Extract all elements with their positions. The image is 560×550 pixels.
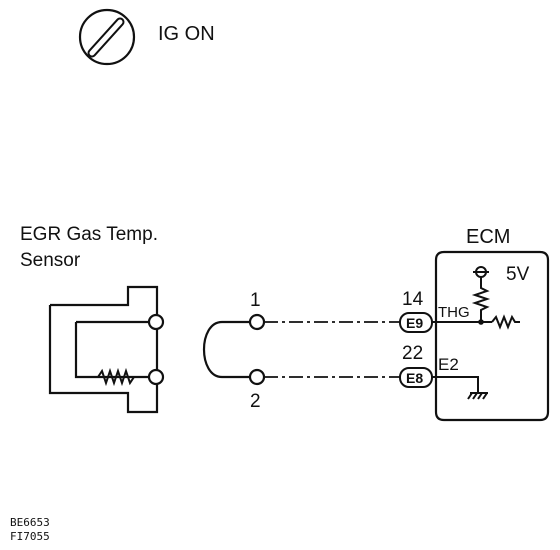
terminal-e8-label: E8	[406, 370, 423, 386]
supply-5v-symbol	[473, 266, 489, 283]
ground-icon	[467, 392, 488, 400]
sensor-body	[48, 285, 159, 414]
connector-pin2-label: 2	[250, 391, 261, 412]
sensor-terminal-bottom	[147, 368, 165, 386]
sensor-resistor	[97, 367, 135, 387]
pullup-resistor	[471, 283, 491, 322]
signal-e2-label: E2	[438, 355, 459, 374]
figure-code-1: BE6653	[10, 516, 50, 529]
ecm-input-resistor	[491, 314, 520, 330]
pin-22-label: 22	[402, 343, 423, 364]
thg-junction	[478, 319, 484, 325]
sensor-title-line2: Sensor	[20, 250, 81, 271]
figure-code-2: FI7055	[10, 530, 50, 543]
connector-loop	[203, 320, 250, 379]
connector-pin1-label: 1	[250, 290, 261, 311]
connector-pin1	[248, 313, 266, 331]
terminal-e9-label: E9	[406, 315, 423, 331]
ecm-box	[434, 250, 550, 422]
e2-line	[432, 376, 479, 392]
ignition-label: IG ON	[158, 23, 215, 45]
sensor-terminal-top	[147, 313, 165, 331]
ecm-title: ECM	[466, 226, 510, 248]
supply-5v-label: 5V	[506, 264, 530, 285]
ignition-key-icon	[78, 8, 136, 66]
sensor-title-line1: EGR Gas Temp.	[20, 224, 158, 245]
connector-pin2	[248, 368, 266, 386]
pin-14-label: 14	[402, 289, 424, 310]
signal-thg-label: THG	[438, 304, 470, 321]
